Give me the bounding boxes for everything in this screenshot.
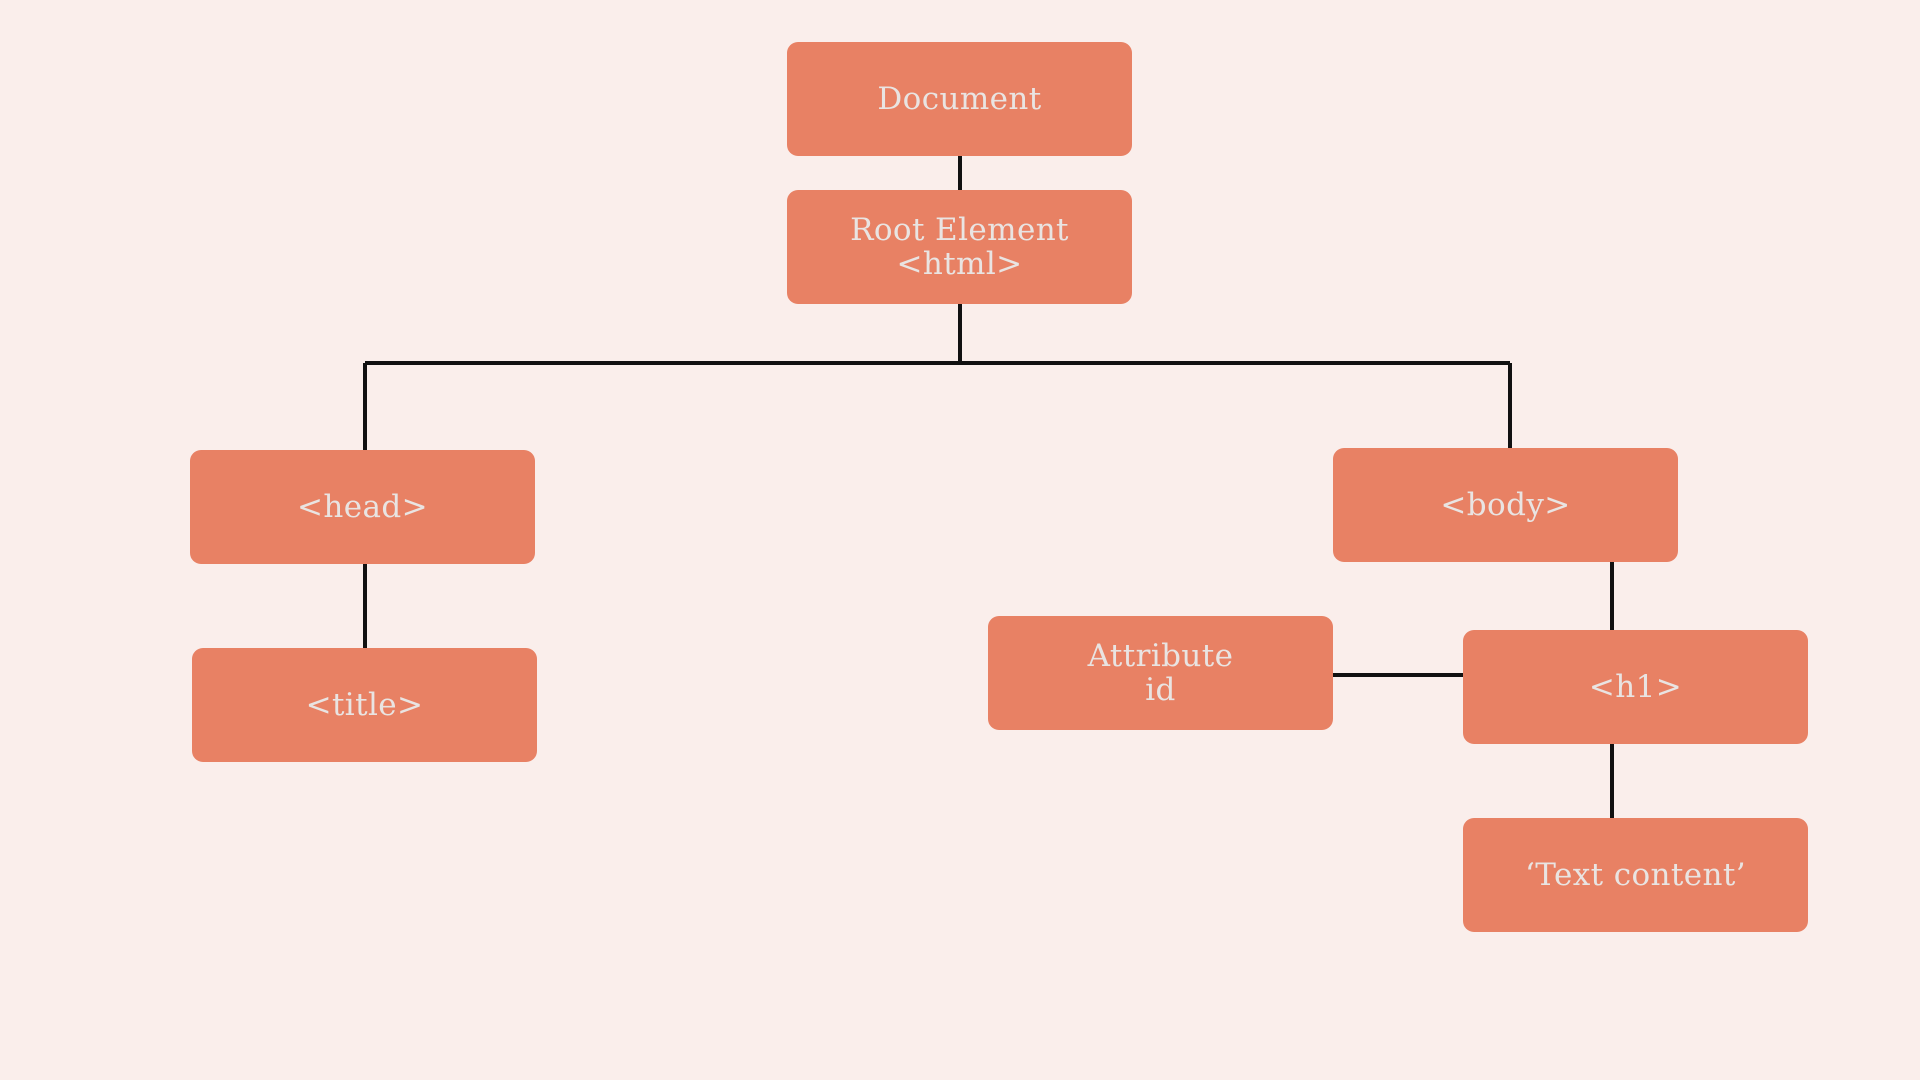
- node-root-element[interactable]: Root Element<html>: [787, 190, 1132, 304]
- node-title[interactable]: <title>: [192, 648, 537, 762]
- node-label-primary: <h1>: [1588, 668, 1683, 705]
- node-document[interactable]: Document: [787, 42, 1132, 156]
- node-head[interactable]: <head>: [190, 450, 535, 564]
- node-label-primary: Document: [877, 80, 1042, 117]
- node-label-primary: Root Element: [850, 211, 1069, 248]
- node-label-primary: <head>: [297, 488, 428, 525]
- node-label-primary: Attribute: [1087, 637, 1234, 674]
- node-h1[interactable]: <h1>: [1463, 630, 1808, 744]
- node-label-secondary: id: [1145, 672, 1176, 708]
- node-text-content[interactable]: ‘Text content’: [1463, 818, 1808, 932]
- node-label-primary: <title>: [305, 686, 424, 723]
- node-label-primary: ‘Text content’: [1525, 856, 1746, 893]
- node-label-secondary: <html>: [896, 246, 1023, 282]
- node-label-primary: <body>: [1440, 486, 1571, 523]
- node-body[interactable]: <body>: [1333, 448, 1678, 562]
